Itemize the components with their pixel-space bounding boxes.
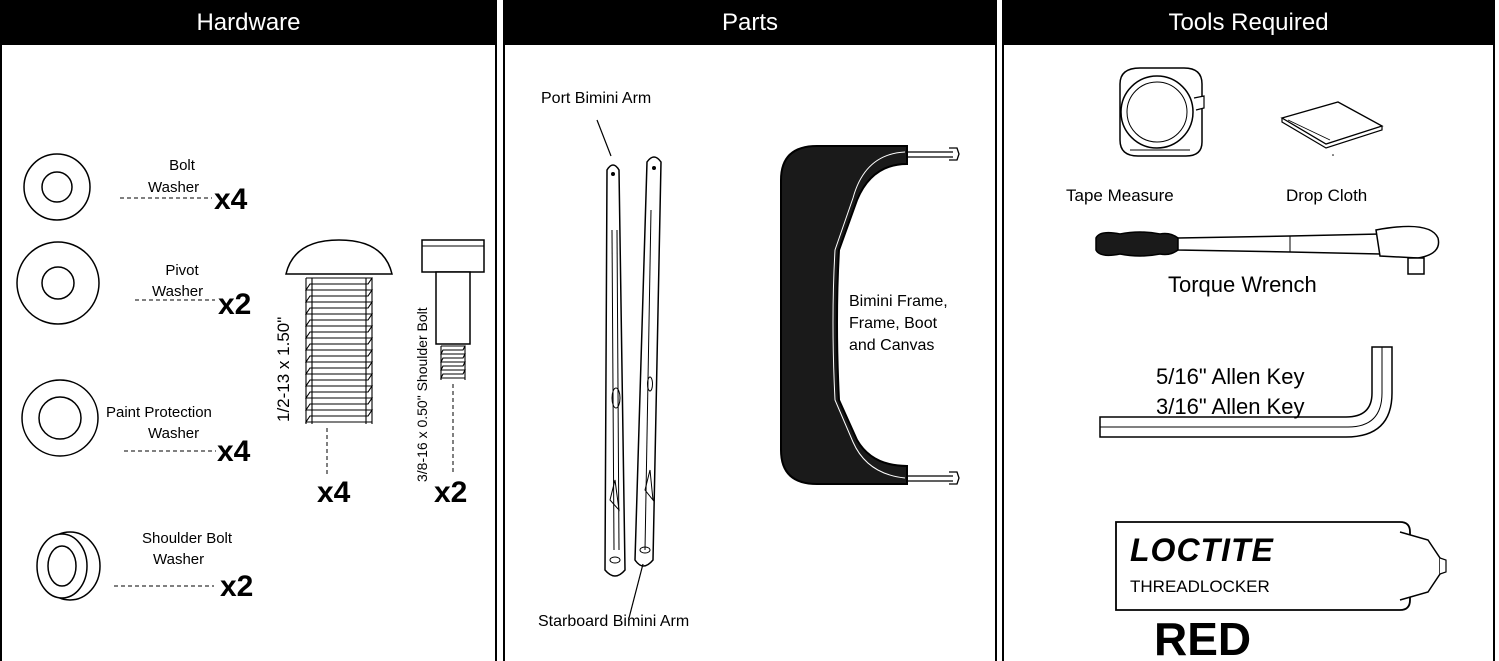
port-arm-label: Port Bimini Arm	[541, 90, 652, 107]
loctite-brand-label: LOCTITE	[1130, 532, 1274, 568]
paint-protection-washer-icon	[21, 379, 99, 457]
allen-key-icon	[1099, 346, 1393, 438]
paint-protection-washer-qty: x4	[217, 435, 251, 468]
loctite-red-label: RED	[1154, 613, 1252, 661]
tools-panel: Tools Required Tape Measure Drop Cloth T…	[1002, 0, 1495, 661]
bolt-qty: x4	[317, 476, 351, 509]
shoulder-bolt-icon	[421, 239, 485, 474]
bolt-washer-icon	[23, 153, 91, 221]
paint-protection-washer-label-1: Paint Protection	[106, 404, 212, 421]
shoulder-bolt-washer-qty: x2	[220, 570, 254, 603]
shoulder-bolt-size-label: 3/8-16 x 0.50" Shoulder Bolt	[414, 307, 430, 482]
allen-key-label-1: 5/16" Allen Key	[1156, 364, 1305, 389]
tape-measure-icon	[1119, 67, 1205, 157]
tape-measure-label: Tape Measure	[1066, 186, 1174, 205]
frame-label-2: Frame, Boot	[849, 315, 938, 332]
shoulder-bolt-washer-label-2: Washer	[153, 551, 205, 568]
pivot-washer-leader	[135, 299, 215, 301]
pivot-washer-qty: x2	[218, 288, 252, 321]
drop-cloth-label: Drop Cloth	[1286, 186, 1368, 205]
allen-key-label-2: 3/16" Allen Key	[1156, 394, 1305, 419]
parts-panel: Parts Port Bimini Arm Starboard Bimini A…	[503, 0, 997, 661]
frame-label-3: and Canvas	[849, 337, 935, 354]
button-head-bolt-icon	[285, 239, 393, 474]
pivot-washer-icon	[16, 241, 100, 325]
paint-protection-washer-leader	[124, 450, 216, 452]
pivot-washer-label-2: Washer	[152, 283, 204, 300]
loctite-bottle-icon	[1115, 521, 1447, 611]
hardware-panel: Hardware Bolt Washer x4 Pivot Washer x2 …	[0, 0, 497, 661]
parts-title: Parts	[505, 0, 995, 45]
starboard-arm-leader	[628, 563, 644, 619]
torque-wrench-icon	[1095, 225, 1440, 275]
frame-label-1: Bimini Frame,	[849, 293, 948, 310]
shoulder-bolt-washer-label-1: Shoulder Bolt	[142, 530, 233, 547]
bolt-size-label: 1/2-13 x 1.50"	[274, 316, 293, 422]
drop-cloth-icon	[1280, 101, 1384, 156]
port-arm-leader	[596, 119, 612, 157]
pivot-washer-label-1: Pivot	[165, 262, 199, 279]
bimini-frame-icon	[780, 145, 960, 485]
shoulder-bolt-qty: x2	[434, 476, 468, 509]
bolt-washer-label-1: Bolt	[169, 157, 195, 174]
shoulder-bolt-washer-leader	[114, 585, 214, 587]
bolt-washer-label-2: Washer	[148, 179, 200, 196]
hardware-title: Hardware	[2, 0, 495, 45]
starboard-arm-label: Starboard Bimini Arm	[538, 613, 690, 630]
torque-wrench-label: Torque Wrench	[1168, 272, 1317, 297]
tools-title: Tools Required	[1004, 0, 1493, 45]
bolt-washer-leader	[120, 197, 212, 199]
bimini-arms-icon	[604, 156, 662, 577]
paint-protection-washer-label-2: Washer	[148, 425, 200, 442]
shoulder-bolt-washer-icon	[36, 531, 101, 601]
bolt-washer-qty: x4	[214, 183, 248, 216]
loctite-threadlocker-label: THREADLOCKER	[1130, 577, 1270, 596]
